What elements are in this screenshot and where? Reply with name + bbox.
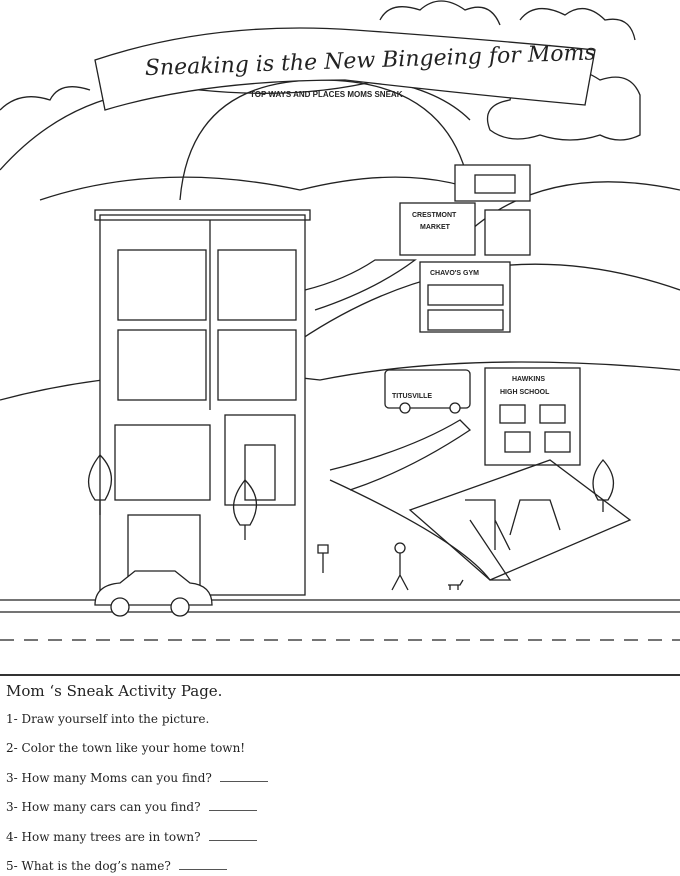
bus-sign: TITUSVILLE — [392, 393, 432, 400]
window-room — [117, 249, 207, 321]
window-room — [117, 329, 207, 401]
question-text: 3- How many Moms can you find? — [6, 771, 212, 785]
answer-blank[interactable] — [219, 781, 268, 782]
kitchen-window — [114, 424, 211, 501]
gym-building — [419, 261, 511, 333]
hill — [459, 181, 680, 241]
swing-set — [509, 499, 561, 536]
answer-blank[interactable] — [208, 840, 257, 841]
banner — [94, 27, 596, 111]
mailbox — [317, 544, 329, 573]
window-room — [217, 329, 297, 401]
apartment-building — [99, 214, 306, 596]
coloring-illustration: Sneaking is the New Bingeing for Moms TO… — [0, 0, 680, 676]
winding-road — [329, 419, 472, 491]
dog — [448, 579, 464, 590]
question-item: 2- Color the town like your home town! — [6, 741, 245, 755]
question-text: 3- How many cars can you find? — [6, 800, 201, 814]
tree — [592, 459, 615, 512]
hill — [39, 176, 501, 201]
question-item: 3- How many cars can you find? — [6, 800, 257, 814]
market-sign: MARKET — [420, 224, 451, 231]
cloud — [379, 0, 501, 26]
activity-title: Mom ‘s Sneak Activity Page. — [6, 682, 223, 700]
slide — [465, 499, 511, 551]
wheel — [170, 597, 190, 617]
cloud — [519, 8, 636, 41]
answer-blank[interactable] — [208, 810, 257, 811]
tree — [88, 454, 112, 515]
back-road — [304, 259, 417, 311]
hill — [0, 79, 471, 171]
question-text: 1- Draw yourself into the picture. — [6, 712, 210, 726]
wheel — [110, 597, 130, 617]
answer-blank[interactable] — [178, 869, 227, 870]
question-item: 5- What is the dog’s name? — [6, 859, 227, 873]
market-building — [399, 202, 476, 256]
banner-subtitle: TOP WAYS AND PLACES MOMS SNEAK — [250, 90, 403, 99]
school-sign: HIGH SCHOOL — [500, 389, 550, 396]
gym-sign: CHAVO'S GYM — [430, 270, 479, 277]
tree — [233, 479, 257, 540]
question-text: 2- Color the town like your home town! — [6, 741, 246, 755]
car — [94, 570, 213, 606]
question-text: 4- How many trees are in town? — [6, 830, 201, 844]
porch — [224, 414, 296, 506]
question-item: 4- How many trees are in town? — [6, 830, 257, 844]
question-item: 3- How many Moms can you find? — [6, 771, 268, 785]
market-sign: CRESTMONT — [412, 212, 457, 219]
question-text: 5- What is the dog’s name? — [6, 859, 171, 873]
front-door — [244, 444, 276, 501]
question-item: 1- Draw yourself into the picture. — [6, 712, 209, 726]
cloud — [0, 86, 91, 111]
playground — [408, 459, 632, 581]
window-room — [217, 249, 297, 321]
bus — [384, 369, 471, 409]
school-building — [484, 367, 581, 466]
mom-walking — [394, 542, 406, 554]
school-sign: HAWKINS — [512, 376, 545, 383]
